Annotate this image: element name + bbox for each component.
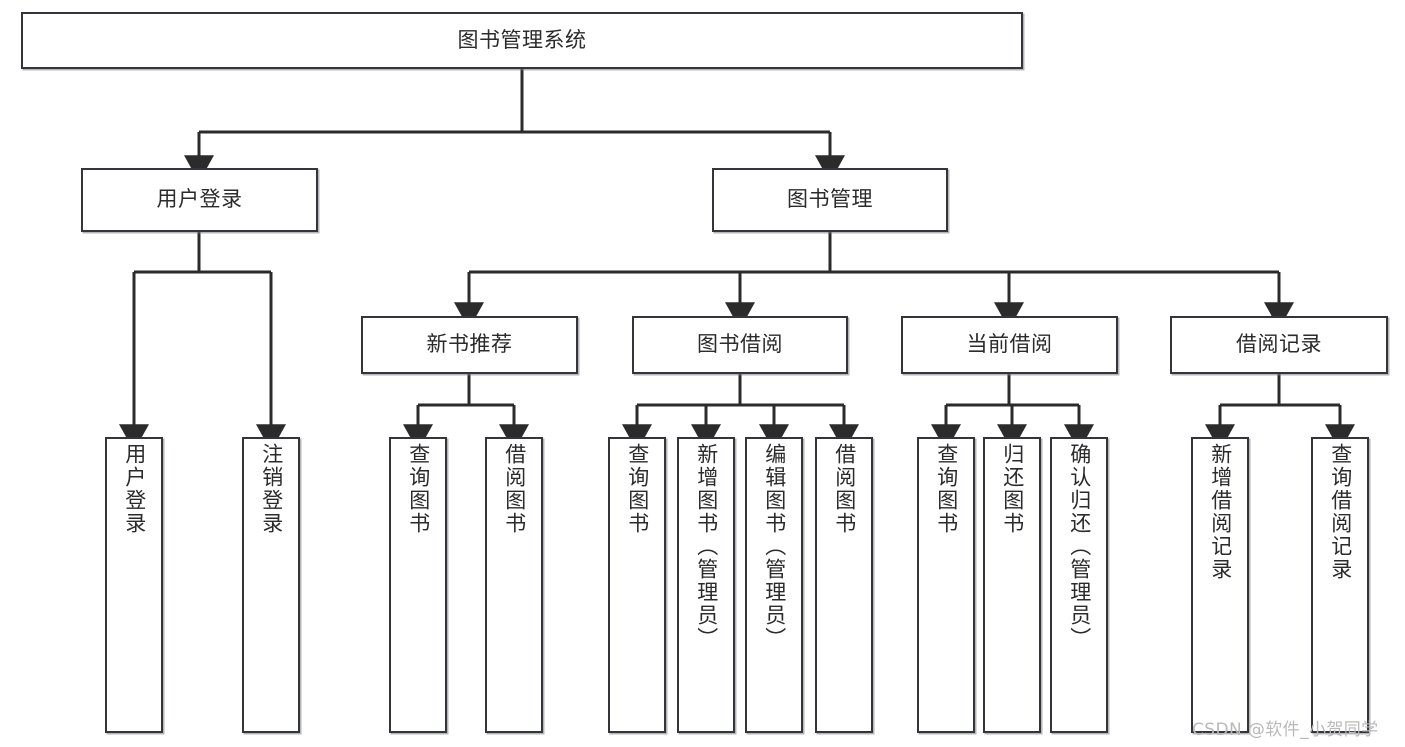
node-root-system-label: 图书管理系统 (457, 27, 587, 52)
node-new-book-recommend-label: 新书推荐 (426, 332, 513, 357)
node-new-book-recommend[interactable]: 新书推荐 (361, 316, 578, 374)
node-leaf-query-record-label: 查询借阅记录 (1328, 443, 1353, 581)
node-book-borrow[interactable]: 图书借阅 (632, 316, 848, 374)
node-book-manage-label: 图书管理 (787, 187, 873, 212)
node-book-borrow-label: 图书借阅 (697, 332, 783, 357)
node-leaf-borrow-book-2[interactable]: 借阅图书 (815, 437, 873, 733)
node-leaf-edit-book[interactable]: 编辑图书（管理员） (745, 437, 803, 733)
node-leaf-add-record-label: 新增借阅记录 (1208, 443, 1233, 581)
node-leaf-logout-login[interactable]: 注销登录 (242, 437, 300, 733)
node-leaf-add-book-label: 新增图书（管理员） (694, 443, 719, 650)
node-leaf-logout-login-label: 注销登录 (259, 443, 284, 535)
node-leaf-confirm-return[interactable]: 确认归还（管理员） (1050, 437, 1108, 733)
node-current-borrow-label: 当前借阅 (966, 332, 1053, 357)
node-book-manage[interactable]: 图书管理 (712, 168, 948, 232)
node-leaf-query-book-3[interactable]: 查询图书 (917, 437, 975, 733)
node-leaf-query-book-1[interactable]: 查询图书 (389, 437, 447, 733)
node-leaf-confirm-return-label: 确认归还（管理员） (1067, 443, 1092, 650)
node-borrow-record-label: 借阅记录 (1236, 332, 1322, 357)
node-leaf-query-book-1-label: 查询图书 (406, 443, 431, 535)
node-leaf-borrow-book-1[interactable]: 借阅图书 (485, 437, 543, 733)
node-leaf-user-login-label: 用户登录 (122, 443, 147, 535)
node-current-borrow[interactable]: 当前借阅 (901, 316, 1118, 374)
node-leaf-query-book-2-label: 查询图书 (625, 443, 650, 535)
node-leaf-edit-book-label: 编辑图书（管理员） (762, 443, 787, 650)
node-leaf-query-book-2[interactable]: 查询图书 (608, 437, 666, 733)
node-leaf-add-record[interactable]: 新增借阅记录 (1191, 437, 1249, 733)
node-borrow-record[interactable]: 借阅记录 (1170, 316, 1388, 374)
node-leaf-borrow-book-1-label: 借阅图书 (502, 443, 527, 535)
node-leaf-borrow-book-2-label: 借阅图书 (832, 443, 857, 535)
node-root-system[interactable]: 图书管理系统 (21, 12, 1023, 69)
node-user-login-label: 用户登录 (156, 187, 243, 212)
node-leaf-add-book[interactable]: 新增图书（管理员） (677, 437, 735, 733)
node-leaf-return-book[interactable]: 归还图书 (983, 437, 1041, 733)
node-leaf-user-login[interactable]: 用户登录 (105, 437, 163, 733)
node-leaf-query-book-3-label: 查询图书 (934, 443, 959, 535)
node-leaf-query-record[interactable]: 查询借阅记录 (1311, 437, 1369, 733)
node-user-login[interactable]: 用户登录 (81, 168, 318, 232)
node-leaf-return-book-label: 归还图书 (1000, 443, 1025, 535)
